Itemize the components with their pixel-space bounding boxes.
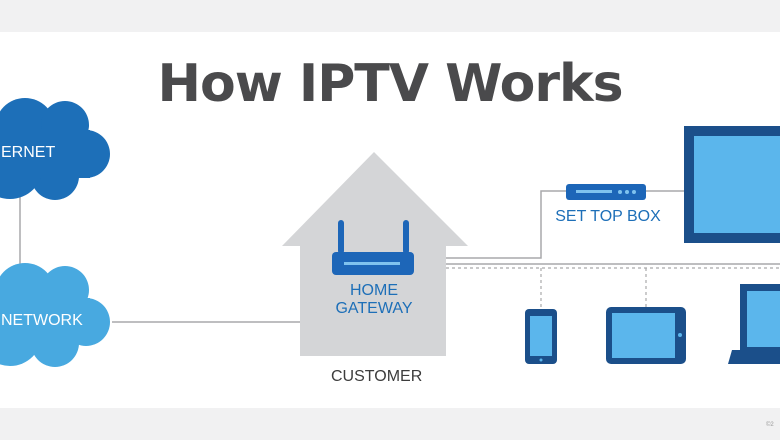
home-gateway-label-line2: GATEWAY bbox=[335, 300, 413, 317]
network-label: NETWORK bbox=[1, 312, 83, 329]
internet-label: ERNET bbox=[1, 144, 56, 161]
internet-cloud bbox=[0, 98, 110, 200]
gateway-to-settopbox-line bbox=[410, 190, 566, 259]
home-gateway-label-line1: HOME bbox=[350, 282, 398, 299]
copyright-mark: ©2 bbox=[766, 422, 774, 428]
page-title: How IPTV Works bbox=[157, 54, 623, 114]
laptop bbox=[728, 284, 780, 364]
top-band bbox=[0, 0, 780, 32]
tablet bbox=[606, 307, 686, 364]
set-top-box bbox=[566, 184, 646, 200]
network-cloud bbox=[0, 263, 110, 367]
smartphone bbox=[525, 309, 557, 364]
bottom-band bbox=[0, 408, 780, 440]
set-top-box-label: SET TOP BOX bbox=[555, 208, 661, 225]
television bbox=[684, 126, 780, 243]
home-gateway-router bbox=[332, 220, 414, 275]
customer-label: CUSTOMER bbox=[331, 368, 423, 385]
